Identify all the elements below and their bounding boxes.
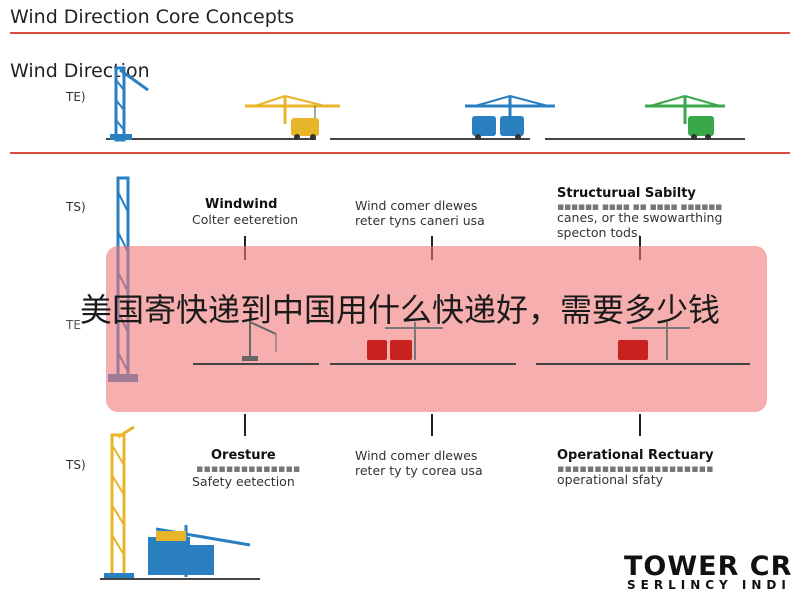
row-tag-1: TE) [66,90,86,104]
tower-crane-blue-icon [110,66,149,142]
brand-logo: TOWER CR [624,551,793,582]
connector-line [639,414,641,436]
row-tag-3: TE [66,318,81,332]
ground-line [545,138,745,140]
concept-text: canes, or the swowarthing [557,210,723,225]
concept-heading-oresture: Oresture [211,448,276,463]
brand-logo-subtitle: SERLINCY INDI [627,578,791,592]
crane-truck-red-icon [618,322,690,360]
concept-heading-structural-stability: Structurual Sabilty [557,186,696,201]
concept-text: specton tods. [557,225,642,240]
concept-text: Colter eeteretion [192,212,299,227]
concept-text: reter ty ty corea usa [355,463,483,478]
ground-line [330,363,516,365]
page-title: Wind Direction Core Concepts [10,6,295,28]
concept-heading-operational: Operational Rectuary [557,448,714,463]
section-divider [10,152,790,154]
concept-heading-windwind: Windwind [205,197,278,212]
crane-truck-blue-icon [465,95,555,140]
concept-fine-print: ▪▪▪▪▪▪ ▪▪▪▪ ▪▪ ▪▪▪▪ ▪▪▪▪▪▪ [557,200,723,213]
crane-truck-red-icon [367,322,443,360]
overlay-text: 美国寄快递到中国用什么快递好，需要多少钱 [79,291,720,329]
crane-truck-green-icon [645,95,725,140]
ground-line [193,363,319,365]
connector-line [431,414,433,436]
small-crane-icon [242,316,277,361]
concept-text: Safety eetection [192,474,295,489]
concept-text: Wind comer dlewes [355,448,478,463]
concept-fine-print: ▪▪▪▪▪▪▪▪▪▪▪▪▪▪▪▪▪▪▪▪▪ [557,462,714,475]
concept-text: reter tyns caneri usa [355,213,485,228]
connector-line [244,414,246,436]
ground-line [330,138,530,140]
tower-crane-yellow-icon [100,425,260,580]
concept-text: Wind comer dlewes [355,198,478,213]
concept-fine-print: ▪▪▪▪▪▪▪▪▪▪▪▪▪▪ [196,462,301,475]
row-tag-2: TS) [66,200,86,214]
ground-line [536,363,750,365]
row-tag-4: TS) [66,458,86,472]
ground-line [106,138,316,140]
title-divider [10,32,790,34]
crane-truck-yellow-icon [245,95,340,140]
concept-text: operational sfaty [557,472,663,487]
